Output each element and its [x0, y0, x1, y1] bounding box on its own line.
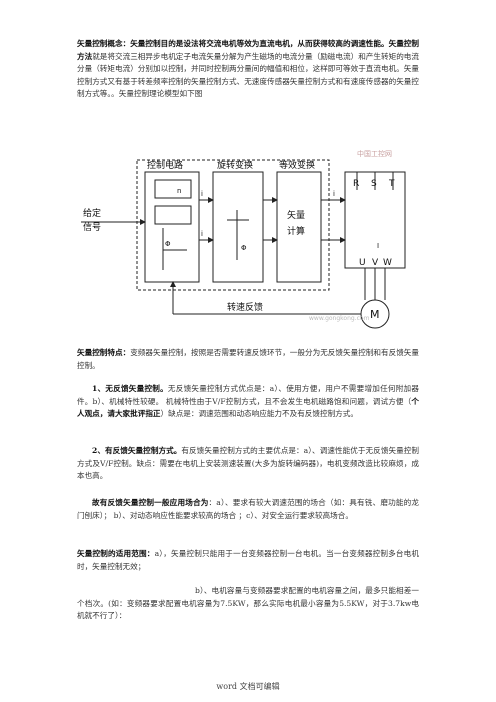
applications-label: 故有反馈矢量控制一般应用场合为: [92, 498, 209, 507]
no-feedback-opinion: 个人观点，请大家批评指正: [77, 396, 419, 419]
phase-w: W: [383, 258, 392, 268]
control-circuit-label: 控制电路: [147, 159, 183, 171]
vector-control-diagram: 控制电路 旋转变换 等效变换 矢量 计算 给定 信号 转速反馈 M R S T …: [81, 150, 406, 329]
no-feedback-text-a: 无反馈矢量控制方式优点是：a）、使用方便，用户不需要增加任何附加器件。b）、机械…: [77, 384, 419, 406]
features-text: 变频器矢量控制，按照是否需要转速反馈环节，一般分为无反馈矢量控制和有反馈矢量控制…: [77, 348, 419, 370]
page-footer: word 文档可编辑: [216, 682, 280, 691]
method-label: 矢量控制方法: [77, 39, 420, 61]
speed-feedback-label: 转速反馈: [227, 301, 263, 313]
rotation-transform-label: 旋转变换: [217, 159, 253, 171]
concept-bold-text: 矢量控制目的是设法将交流电机等效为直流电机，从而获得较高的调速性能。: [130, 39, 389, 48]
no-feedback-label: 1、无反馈矢量控制。: [92, 384, 168, 393]
paragraph-scope: 矢量控制的适用范围：a），矢量控制只能用于一台变频器控制一台电机。当一台变频器控…: [77, 548, 419, 573]
paragraph-features: 矢量控制特点：变频器矢量控制，按照是否需要转速反馈环节，一般分为无反馈矢量控制和…: [77, 347, 419, 372]
no-feedback-text-b: ）缺点是：调速范围和动态响应能力不及有反馈控制方式。: [160, 409, 358, 419]
motor-label: M: [370, 308, 380, 321]
concept-text: 就是将交流三相异步电机定子电流矢量分解为产生磁场的电流分量（励磁电流）和产生转矩…: [77, 51, 419, 99]
input-label-line1: 给定: [83, 207, 101, 219]
capacity-text: b）、电机容量与变频器要求配置的电机容量之间，最多只能相差一个档次。(如：变频器…: [77, 586, 419, 621]
current-i1-label: I: [377, 242, 379, 250]
scope-label: 矢量控制的适用范围：: [77, 549, 155, 558]
input-label-line2: 信号: [83, 221, 101, 233]
phase-s: S: [371, 179, 377, 189]
speed-n0-label: n: [177, 187, 181, 195]
equivalent-transform-label: 等效变换: [279, 159, 315, 171]
rotation-transform-block: [212, 171, 264, 283]
feedback-text: 有反馈矢量控制方式的主要优点是：a）、调速性能优于无反馈矢量控制方式及V/F控制…: [77, 446, 419, 481]
paragraph-feedback: 2、有反馈矢量控制方式。有反馈矢量控制方式的主要优点是：a）、调速性能优于无反馈…: [77, 445, 419, 483]
applications-text: ：a）、要求有较大调速范围的场合（如：具有铣、磨功能的龙门刨床）； b）、对动态…: [77, 498, 419, 520]
current-im-label: i: [201, 190, 203, 198]
vector-label: 矢量: [287, 209, 305, 221]
phase-v: V: [372, 258, 379, 268]
vector-calc-block: [276, 171, 322, 283]
watermark-logo-text: 中国工控网: [357, 150, 392, 158]
phase-u: U: [359, 258, 366, 268]
features-label: 矢量控制特点：: [77, 348, 131, 357]
feedback-label: 2、有反馈矢量控制方式。: [92, 446, 182, 455]
flux-phi-t-label: Φ: [165, 240, 171, 248]
phase-r: R: [353, 179, 359, 189]
calc-label: 计算: [287, 225, 305, 237]
phase-t: T: [388, 179, 395, 189]
paragraph-capacity: b）、电机容量与变频器要求配置的电机容量之间，最多只能相差一个档次。(如：变频器…: [77, 585, 419, 623]
current-it-label: i: [201, 230, 203, 238]
paragraph-applications: 故有反馈矢量控制一般应用场合为：a）、要求有较大调速范围的场合（如：具有铣、磨功…: [77, 497, 419, 522]
watermark-url: www.gongkong.com: [309, 315, 370, 322]
scope-text: a），矢量控制只能用于一台变频器控制一台电机。当一台变频器控制多台电机时，矢量控…: [77, 549, 419, 571]
concept-label: 矢量控制概念：: [77, 39, 131, 48]
flux-phi-m-label: Φ: [241, 244, 247, 252]
current-i2-label: i: [333, 190, 335, 198]
paragraph-concept: 矢量控制概念：矢量控制目的是设法将交流电机等效为直流电机，从而获得较高的调速性能…: [77, 38, 419, 101]
paragraph-no-feedback: 1、无反馈矢量控制。无反馈矢量控制方式优点是：a）、使用方便，用户不需要增加任何…: [77, 383, 419, 421]
